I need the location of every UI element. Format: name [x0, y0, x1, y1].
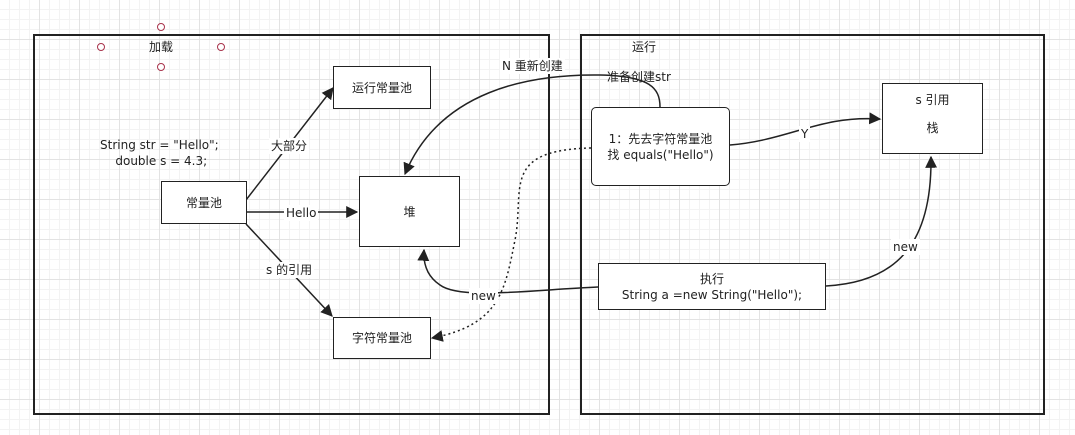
- string-constant-pool-box[interactable]: 字符常量池: [333, 317, 431, 359]
- stack-box[interactable]: s 引用 栈: [882, 83, 983, 154]
- code-text[interactable]: String str = "Hello"; double s = 4.3;: [100, 138, 219, 168]
- runtime-constant-pool-box[interactable]: 运行常量池: [333, 66, 431, 109]
- run-frame: [580, 34, 1045, 415]
- edge-label-s-ref: s 的引用: [264, 262, 315, 278]
- run-title[interactable]: 运行: [632, 40, 657, 54]
- edge-no-recreate: [403, 74, 661, 176]
- load-frame: [33, 34, 550, 415]
- constant-pool-box[interactable]: 常量池: [161, 181, 247, 224]
- resize-handle-top[interactable]: [157, 23, 165, 31]
- resize-handle-right[interactable]: [217, 43, 225, 51]
- stack-title: s 引用: [915, 93, 950, 107]
- prepare-label[interactable]: 准备创建str: [607, 70, 671, 84]
- load-title[interactable]: 加载: [149, 40, 174, 54]
- edge-label-new-to-heap: new: [469, 288, 498, 304]
- edge-dotted-lookup: [430, 147, 592, 342]
- edge-label-yes: Y: [799, 126, 811, 142]
- edge-label-new-to-stack: new: [891, 239, 920, 255]
- edge-label-hello: Hello: [284, 205, 319, 221]
- edge-new-to-heap: [417, 248, 599, 294]
- edge-label-most: 大部分: [269, 138, 310, 154]
- resize-handle-left[interactable]: [97, 43, 105, 51]
- lookup-box[interactable]: 1：先去字符常量池 找 equals("Hello"): [591, 107, 730, 186]
- stack-label: 栈: [926, 121, 939, 135]
- resize-handle-bottom[interactable]: [157, 63, 165, 71]
- exec-box[interactable]: 执行 String a =new String("Hello");: [598, 263, 826, 310]
- edge-new-to-stack: [825, 155, 938, 287]
- edge-label-no-recreate: N 重新创建: [500, 58, 565, 74]
- heap-box[interactable]: 堆: [359, 176, 460, 247]
